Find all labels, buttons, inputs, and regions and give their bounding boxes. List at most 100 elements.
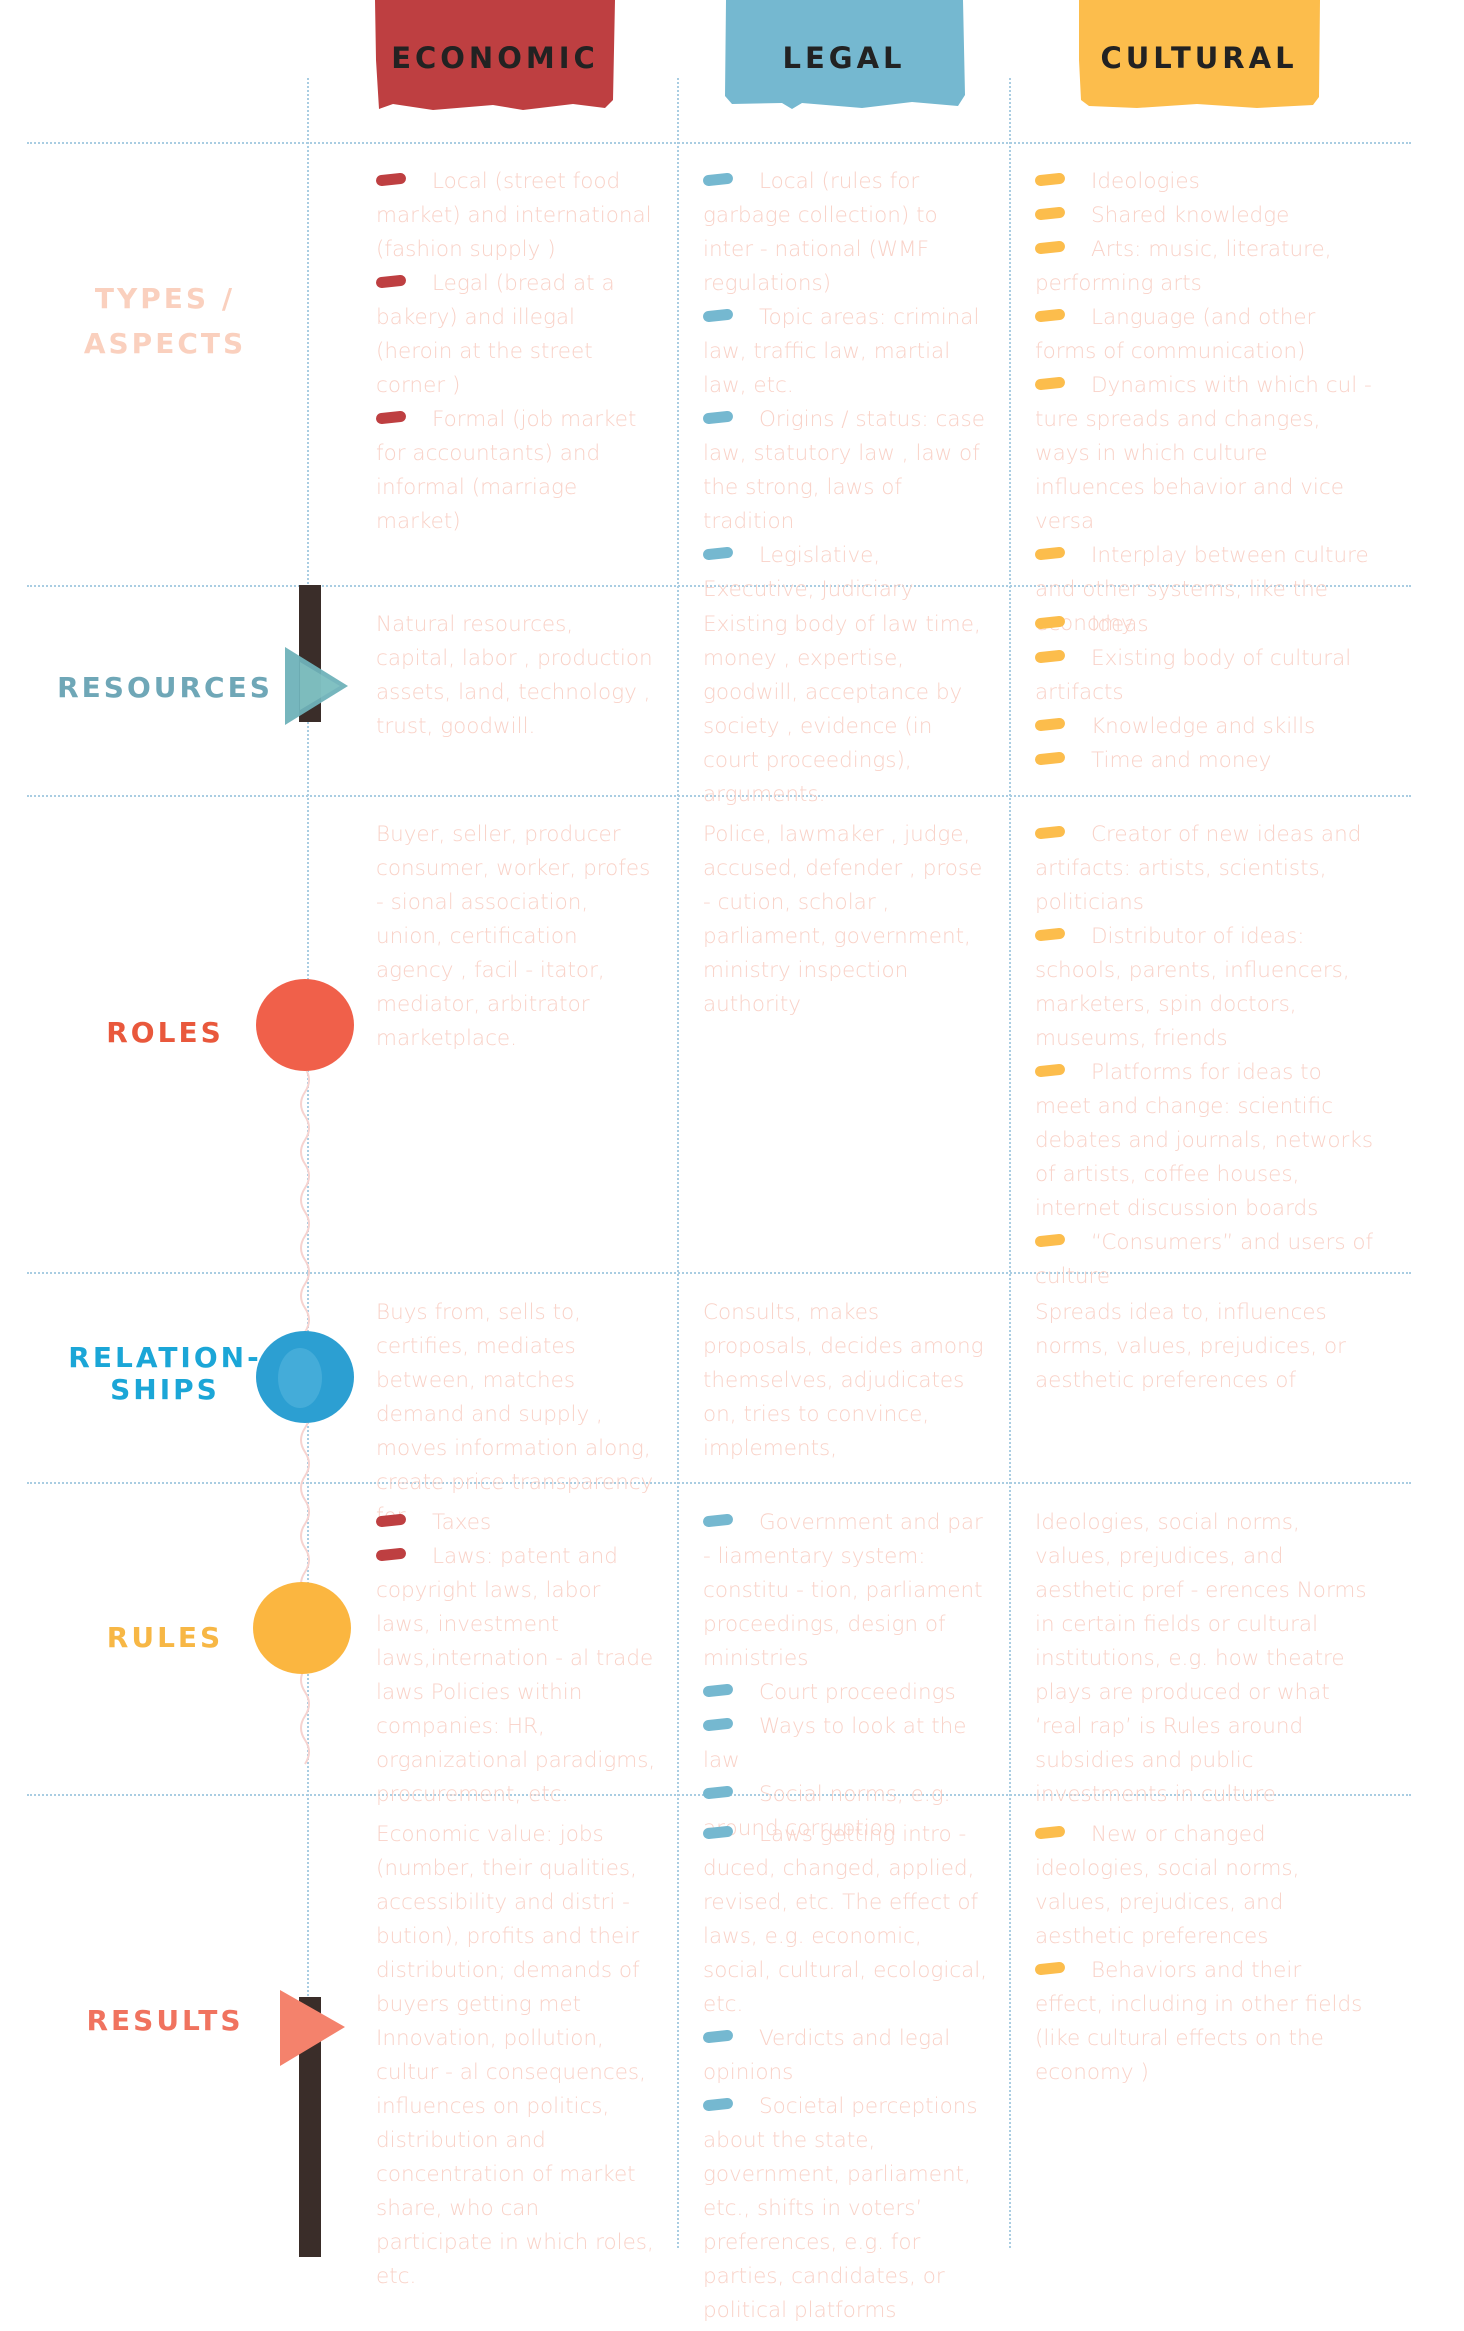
- cell-item-text: Verdicts and legal opinions: [703, 2026, 951, 2085]
- bullet-dash-icon: [1034, 239, 1066, 255]
- bullet-dash-icon: [375, 273, 407, 289]
- cell-results-economic: Economic value: jobs (number, their qual…: [376, 1818, 656, 2294]
- cell-item-text: “Consumers” and users of culture: [1035, 1230, 1374, 1289]
- cultural-banner-shape: [1079, 0, 1320, 108]
- bullet-dash-icon: [375, 1546, 407, 1562]
- cell-item-text: Social norms, e.g. around corruption: [703, 1782, 951, 1841]
- grid-hline-1: [27, 142, 1411, 144]
- header-legal: LEGAL: [722, 0, 966, 110]
- cell-item: Ideas: [1034, 608, 1375, 642]
- cell-item-text: Shared knowledge: [1091, 203, 1290, 228]
- bullet-dash-icon: [1034, 716, 1066, 732]
- bullet-dash-icon: [375, 409, 407, 425]
- yellow-circle-icon: [253, 1582, 351, 1674]
- cell-item-text: Societal perceptions about the state, go…: [703, 2094, 978, 2323]
- cell-item-text: Taxes: [432, 1510, 492, 1535]
- cell-roles-economic: Buyer, seller, producer consumer, worker…: [376, 818, 656, 1056]
- row-label-roles: ROLES: [106, 1016, 224, 1049]
- cell-item-text: Ideas: [1091, 612, 1149, 637]
- cell-item: Police, lawmaker , judge, accused, defen…: [703, 818, 988, 1022]
- cell-item: Shared knowledge: [1034, 199, 1375, 233]
- cell-item: Origins / status: case law, statutory la…: [702, 403, 988, 539]
- bullet-dash-icon: [375, 1512, 407, 1528]
- cell-item: Spreads idea to, influences norms, value…: [1035, 1296, 1375, 1398]
- header-cultural: CULTURAL: [1077, 0, 1321, 110]
- cell-item-text: Government and par - liamentary system: …: [703, 1510, 983, 1671]
- bullet-dash-icon: [1034, 648, 1066, 664]
- bullet-dash-icon: [1034, 1960, 1066, 1976]
- bullet-dash-icon: [1034, 824, 1066, 840]
- row-label-results: RESULTS: [86, 2004, 244, 2037]
- bullet-dash-icon: [702, 307, 734, 323]
- cell-item: Ideologies: [1034, 165, 1375, 199]
- cell-item-text: Local (street food market) and internati…: [376, 169, 652, 262]
- cell-item: Knowledge and skills: [1034, 710, 1375, 744]
- cell-item-text: Laws getting intro - duced, changed, app…: [703, 1822, 988, 2017]
- cell-item: Legislative, Executive, Judiciary: [702, 539, 988, 607]
- cell-item: Ways to look at the law: [702, 1710, 988, 1778]
- bullet-dash-icon: [702, 171, 734, 187]
- cell-types-legal: Local (rules for garbage collection) to …: [702, 165, 988, 607]
- cell-item-text: Ideologies, social norms, values, prejud…: [1035, 1510, 1367, 1807]
- bullet-dash-icon: [1034, 750, 1066, 766]
- cell-roles-cultural: Creator of new ideas and artifacts: arti…: [1034, 818, 1375, 1294]
- cell-item: Language (and other forms of communicati…: [1034, 301, 1375, 369]
- bullet-dash-icon: [702, 1512, 734, 1528]
- cell-item: Creator of new ideas and artifacts: arti…: [1034, 818, 1375, 920]
- bottom-bar: [299, 1997, 321, 2257]
- column-title-economic: ECONOMIC: [391, 41, 599, 75]
- cell-item: Economic value: jobs (number, their qual…: [376, 1818, 656, 2294]
- cell-rules-legal: Government and par - liamentary system: …: [702, 1506, 988, 1846]
- cell-results-cultural: New or changed ideologies, social norms,…: [1034, 1818, 1375, 2090]
- cell-resources-legal: Existing body of law time, money , exper…: [703, 608, 988, 812]
- cell-item-text: Platforms for ideas to meet and change: …: [1035, 1060, 1374, 1221]
- cell-relationships-legal: Consults, makes proposals, decides among…: [703, 1296, 988, 1466]
- column-title-legal: LEGAL: [782, 41, 906, 75]
- bullet-dash-icon: [1034, 614, 1066, 630]
- cell-item-text: Knowledge and skills: [1091, 714, 1316, 739]
- cell-item: Court proceedings: [702, 1676, 988, 1710]
- cell-roles-legal: Police, lawmaker , judge, accused, defen…: [703, 818, 988, 1022]
- bullet-dash-icon: [1034, 205, 1066, 221]
- bullet-dash-icon: [1034, 1062, 1066, 1078]
- cell-item: Distributor of ideas: schools, parents, …: [1034, 920, 1375, 1056]
- cell-resources-economic: Natural resources, capital, labor , prod…: [376, 608, 656, 744]
- bullet-dash-icon: [375, 171, 407, 187]
- cell-item: Buyer, seller, producer consumer, worker…: [376, 818, 656, 1056]
- bullet-dash-icon: [1034, 307, 1066, 323]
- cell-item: Topic areas: criminal law, traffic law, …: [702, 301, 988, 403]
- cell-types-economic: Local (street food market) and internati…: [375, 165, 656, 539]
- row-label-types: TYPES / ASPECTS: [83, 282, 247, 360]
- cell-item-text: Dynamics with which cul - ture spreads a…: [1035, 373, 1372, 534]
- cell-item-text: Arts: music, literature, performing arts: [1035, 237, 1332, 296]
- cell-item-text: Spreads idea to, influences norms, value…: [1035, 1300, 1347, 1393]
- cell-item-text: Existing body of cultural artifacts: [1035, 646, 1352, 705]
- grid-hline-4: [27, 1272, 1411, 1274]
- cell-relationships-economic: Buys from, sells to, certifies, mediates…: [376, 1296, 656, 1534]
- cell-item-text: Buys from, sells to, certifies, mediates…: [376, 1300, 654, 1529]
- cell-item: Interplay between culture and other syst…: [1034, 539, 1375, 641]
- grid-vline-1: [307, 78, 309, 2248]
- bullet-dash-icon: [702, 1784, 734, 1800]
- cell-item: Government and par - liamentary system: …: [702, 1506, 988, 1676]
- cell-item-text: Existing body of law time, money , exper…: [703, 612, 981, 807]
- cell-item-text: Local (rules for garbage collection) to …: [703, 169, 938, 296]
- bullet-dash-icon: [1034, 545, 1066, 561]
- row-label-rules: RULES: [106, 1621, 224, 1654]
- cell-item: Formal (job market for accountants) and …: [375, 403, 656, 539]
- cell-item-text: Origins / status: case law, statutory la…: [703, 407, 985, 534]
- grid-hline-2: [27, 585, 1411, 587]
- row-label-resources: RESOURCES: [57, 671, 273, 704]
- cell-item-text: Laws: patent and copyright laws, labor l…: [376, 1544, 656, 1807]
- bullet-dash-icon: [1034, 1232, 1066, 1248]
- column-title-cultural: CULTURAL: [1100, 41, 1298, 75]
- grid-hline-3: [27, 795, 1411, 797]
- cell-item-text: New or changed ideologies, social norms,…: [1035, 1822, 1300, 1949]
- cell-item: Legal (bread at a bakery) and illegal (h…: [375, 267, 656, 403]
- cell-item-text: Consults, makes proposals, decides among…: [703, 1300, 984, 1461]
- cell-item: Arts: music, literature, performing arts: [1034, 233, 1375, 301]
- cell-item: Consults, makes proposals, decides among…: [703, 1296, 988, 1466]
